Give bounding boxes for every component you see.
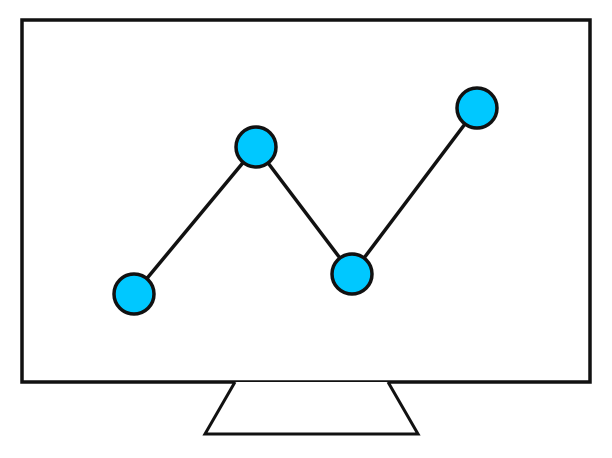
monitor-stand	[202, 381, 421, 436]
data-points	[112, 86, 499, 316]
monitor-screen	[20, 18, 592, 384]
data-point-4	[455, 86, 499, 130]
data-point-2	[234, 125, 278, 169]
data-point-3	[330, 252, 374, 296]
data-point-1	[112, 272, 156, 316]
trend-line	[132, 106, 479, 296]
